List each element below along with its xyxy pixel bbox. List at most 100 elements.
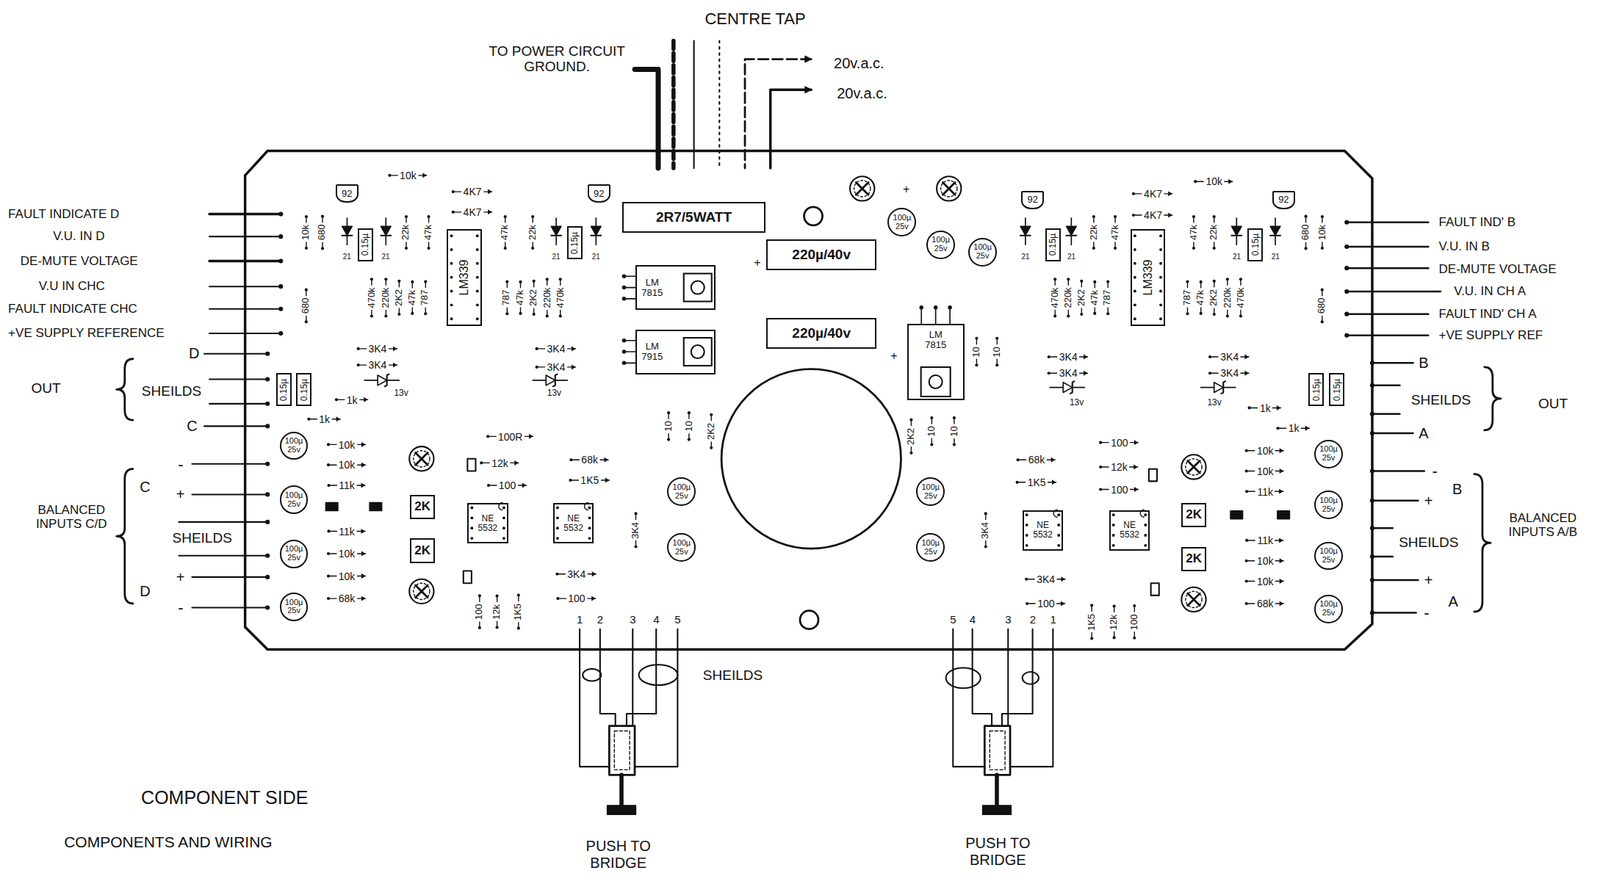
component-box: 0.15µ: [357, 228, 374, 261]
text-label: PUSH TO BRIDGE: [561, 838, 675, 872]
shield-loop: [639, 664, 679, 686]
solder-dot: [933, 305, 939, 311]
text-label: DE-MUTE VOLTAGE: [1439, 262, 1557, 277]
value-label: 3K4: [368, 343, 387, 355]
solder-dot: [1370, 360, 1375, 366]
text-label: SHEILDS: [703, 667, 763, 684]
resistor-pad: [1025, 602, 1029, 606]
resistor-pad: [1016, 458, 1020, 462]
regulator-tab: [683, 337, 712, 366]
component-label: 0.15µ: [1311, 378, 1321, 401]
component-box: 220µ/40v: [766, 239, 877, 271]
solder-dot: [265, 553, 270, 559]
trimmer-symbol: [413, 451, 430, 468]
connection-wire: [1346, 334, 1429, 337]
component-label: 0.15µ: [570, 231, 580, 254]
value-label: 68k: [1028, 453, 1046, 466]
resistor-pad: [1093, 280, 1097, 284]
diode-symbol: [1020, 235, 1031, 237]
resistor-pad: [592, 571, 597, 577]
value-label: 10: [949, 426, 961, 437]
resistor-pad: [1024, 578, 1028, 582]
capacitor: 100µ 25v: [916, 477, 945, 507]
resistor-pad: [326, 529, 330, 533]
capacitor: 100µ 25v: [916, 533, 945, 562]
resistor-pad: [307, 417, 311, 421]
resistor-pad: [1276, 426, 1279, 430]
component-box: 0.15µ: [1308, 373, 1324, 406]
component-label: 92: [593, 188, 604, 200]
resistor-pad: [393, 346, 398, 352]
resistor-pad: [1090, 636, 1094, 640]
capacitor: 100µ 25v: [1314, 595, 1343, 624]
value-label: 10: [683, 420, 695, 432]
ic-pin: [502, 526, 506, 530]
ic-pin: [1133, 303, 1137, 307]
resistor-pad: [1320, 288, 1324, 292]
text-label: -: [177, 598, 183, 618]
value-label: 220k: [380, 287, 392, 308]
resistor-pad: [1279, 601, 1285, 607]
resistor-pad: [1245, 602, 1249, 606]
text-label: SHEILDS: [1411, 392, 1471, 409]
text-label: FAULT IND' CH A: [1439, 307, 1537, 322]
solder-dot: [278, 307, 283, 312]
diode-symbol: [1024, 218, 1027, 227]
text-label: FAULT INDICATE CHC: [8, 301, 138, 317]
connection-wire: [1372, 362, 1414, 364]
trimmer-symbol: [1187, 593, 1201, 607]
capacitor: 100µ 25v: [1314, 542, 1343, 571]
resistor-pad: [984, 512, 988, 515]
resistor-pad: [326, 597, 330, 601]
text-label: -: [1423, 603, 1429, 623]
switch-body: [989, 731, 1005, 771]
ic-pin: [1143, 544, 1147, 548]
diode-symbol: [1270, 226, 1281, 236]
connection-wire: [204, 425, 268, 427]
ic-pin: [1159, 248, 1163, 252]
diode-symbol: [595, 235, 597, 245]
resistor-pad: [995, 363, 999, 367]
component-label: 100µ 25v: [931, 235, 950, 254]
value-label: 22k: [1088, 224, 1100, 241]
value-label: 680: [1300, 224, 1312, 241]
resistor-pad: [571, 364, 576, 370]
bracket: [116, 469, 133, 604]
solder-dot: [1370, 610, 1375, 615]
resistor-pad: [361, 442, 366, 448]
resistor-pad: [522, 482, 527, 488]
resistor-pad: [357, 347, 360, 351]
text-label: 20v.a.c.: [833, 55, 885, 72]
resistor-pad: [556, 597, 560, 601]
mounting-hole: [800, 611, 819, 630]
resistor-pad: [1320, 215, 1324, 219]
resistor-pad: [422, 172, 427, 178]
ic-pin: [450, 234, 454, 238]
solder-dot: [265, 376, 270, 382]
diode-symbol: [550, 235, 562, 237]
resistor-pad: [336, 416, 341, 422]
connection-wire: [178, 521, 268, 524]
resistor-pad: [423, 279, 427, 283]
ic-pin: [588, 537, 592, 540]
text-label: FAULT INDICATE D: [8, 207, 120, 222]
text-label: +: [753, 256, 761, 270]
ic-pin: [476, 317, 479, 321]
value-label: 787: [420, 290, 432, 307]
ic-pin: [1133, 262, 1137, 266]
text-label: A: [1447, 593, 1458, 611]
resistor-pad: [532, 279, 536, 283]
value-label: 3K4: [1220, 351, 1239, 363]
resistor-pad: [1106, 312, 1110, 316]
ic-pin: [450, 290, 454, 294]
text-label: +: [890, 349, 897, 363]
connection-wire: [1372, 500, 1418, 502]
value-label: 68k: [1256, 597, 1274, 610]
capacitor: 100µ 25v: [1314, 440, 1343, 469]
text-label: 21: [1067, 252, 1076, 262]
value-label: 2K2: [905, 428, 917, 446]
ic-pin: [556, 526, 560, 530]
solder-dot: [278, 284, 283, 289]
component-box: 2K: [1181, 503, 1206, 528]
